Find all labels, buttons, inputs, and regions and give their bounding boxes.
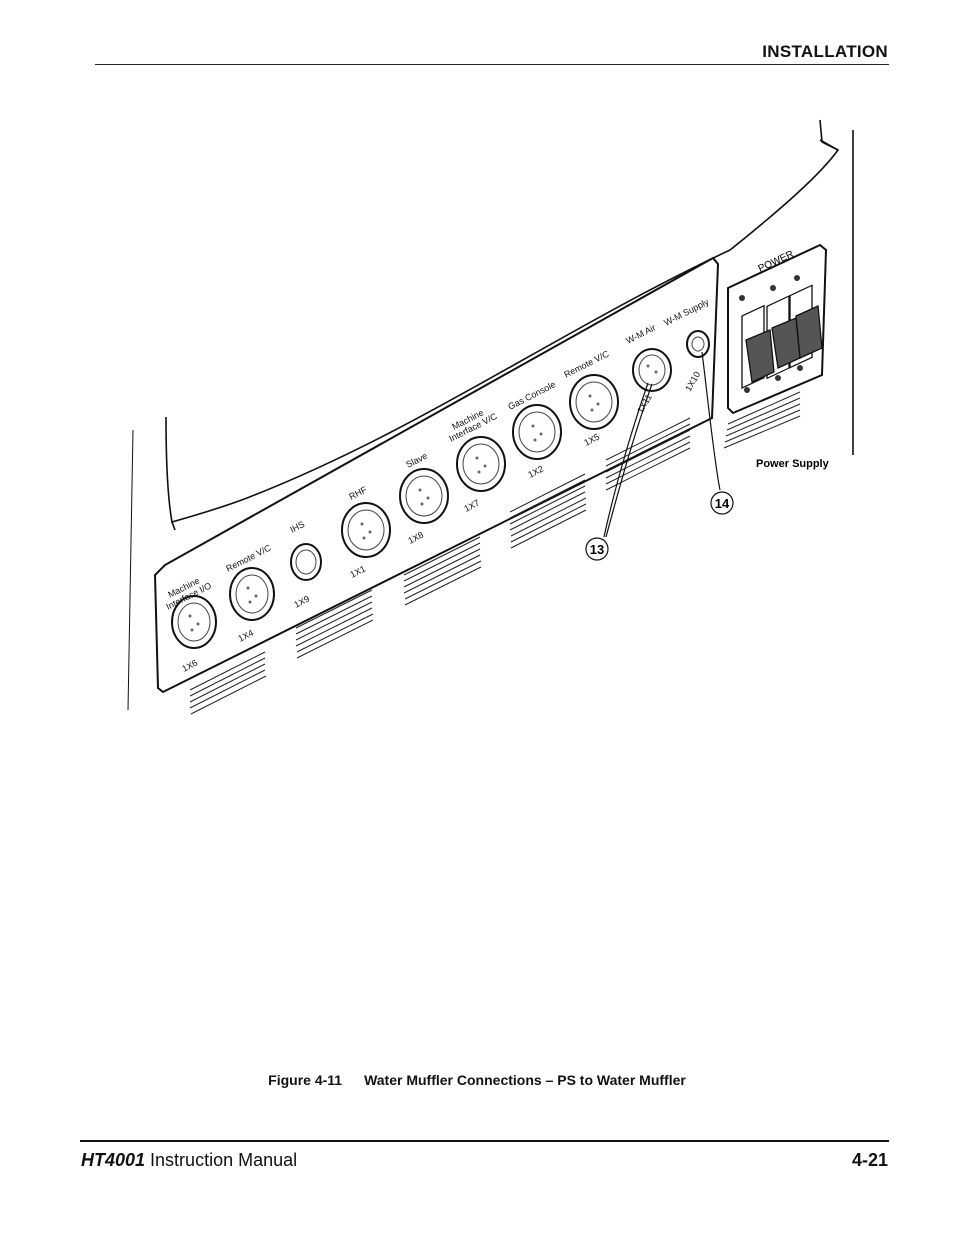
figure-number: Figure 4-11 xyxy=(268,1072,343,1088)
brand-name: HT4001 xyxy=(81,1150,146,1170)
manual-title: HT4001 Instruction Manual xyxy=(81,1150,297,1171)
connector-name-1x10: W-M Supply xyxy=(662,296,711,327)
connector-id-1x2: 1X2 xyxy=(526,464,545,480)
connector-name-1x8: Slave xyxy=(404,451,429,470)
connector-name-1x9: IHS xyxy=(288,519,306,535)
connector-id-1x4: 1X4 xyxy=(236,628,255,644)
power-supply-label: Power Supply xyxy=(756,458,830,470)
manual-label: Instruction Manual xyxy=(145,1150,298,1170)
figure-caption: Figure 4-11 Water Muffler Connections – P… xyxy=(0,1072,954,1088)
connector-id-1x7: 1X7 xyxy=(462,498,481,514)
figure-title: Water Muffler Connections – PS to Water … xyxy=(364,1072,686,1088)
connector-name-1x5: Remote V/C xyxy=(562,348,611,379)
header-rule xyxy=(95,64,889,65)
callout-14: 14 xyxy=(715,496,730,511)
connector-id-1x10: 1X10 xyxy=(683,370,702,393)
connector-id-1x8: 1X8 xyxy=(406,530,425,546)
page-number: 4-21 xyxy=(851,1150,888,1170)
connector-name-1x1: RHF xyxy=(347,484,368,502)
callout-13-circle xyxy=(585,537,609,561)
power-label: POWER xyxy=(757,249,796,275)
callout-13: 13 xyxy=(590,542,604,557)
connector-id-1x9: 1X9 xyxy=(292,594,311,610)
callout-14-circle xyxy=(710,491,734,515)
section-title: INSTALLATION xyxy=(762,42,888,61)
connector-id-1x6: 1X6 xyxy=(180,658,199,674)
connector-id-1x1: 1X1 xyxy=(348,564,367,580)
footer-rule xyxy=(80,1140,889,1142)
connector-id-1x5: 1X5 xyxy=(582,432,601,448)
connector-name-1x11: W-M Air xyxy=(624,322,657,345)
